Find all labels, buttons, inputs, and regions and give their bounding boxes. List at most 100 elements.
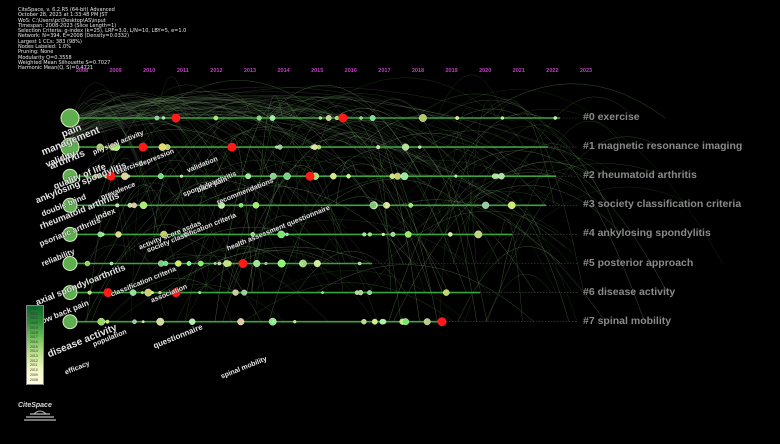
citation-link [404, 155, 477, 322]
citation-link [136, 98, 209, 235]
cluster-label[interactable]: #7 spinal mobility [583, 314, 672, 327]
keyword-node [156, 317, 165, 326]
year-tick-2008: 2008 [75, 68, 89, 74]
citation-link [244, 282, 454, 322]
citation-link [365, 160, 561, 206]
citation-link [465, 189, 570, 322]
citation-link [486, 136, 660, 322]
keyword-node [151, 291, 155, 295]
legend-year-label: 2019 [30, 325, 38, 330]
citation-link [69, 99, 151, 211]
legend-year-label: 2008 [30, 377, 38, 382]
citation-link [78, 129, 235, 177]
citation-link [482, 98, 584, 293]
keyword-node [359, 116, 363, 120]
burst-node [238, 259, 248, 268]
citation-link [259, 95, 283, 177]
citation-link [445, 124, 525, 235]
keyword-node [223, 260, 231, 267]
meta-line: Pruning: None [18, 49, 54, 56]
citation-link [455, 161, 590, 235]
citation-link [383, 210, 557, 264]
burst-node [305, 171, 315, 181]
citation-link [111, 106, 161, 177]
citation-link [329, 148, 500, 264]
keyword-node [213, 115, 219, 121]
keyword-node [367, 232, 372, 237]
citation-link [88, 95, 222, 206]
citation-link [457, 246, 561, 322]
citation-link [195, 94, 253, 235]
citation-link [69, 113, 422, 216]
citation-link [69, 111, 566, 248]
citation-link [69, 99, 442, 173]
keyword-node [369, 115, 376, 121]
keyword-node [369, 201, 377, 209]
meta-line: Largest 1 CCs: 383 (98%) [18, 38, 83, 45]
cluster-label[interactable]: #5 posterior approach [583, 256, 694, 269]
cluster-label[interactable]: #2 rheumatoid arthritis [583, 169, 697, 182]
keyword-node [96, 143, 104, 151]
keyword-node [275, 145, 279, 149]
legend-year-label: 2009 [30, 372, 38, 377]
citation-link [69, 94, 550, 175]
keyword-node [179, 174, 184, 178]
keyword-node [241, 289, 248, 296]
citation-link [512, 143, 618, 235]
citation-link [184, 170, 254, 322]
citation-link [69, 113, 131, 257]
year-tick-2015: 2015 [311, 68, 324, 74]
citation-link [499, 214, 541, 293]
year-tick-2011: 2011 [176, 68, 189, 74]
keyword-node [105, 319, 110, 324]
keyword-node [376, 145, 381, 150]
year-tick-2009: 2009 [109, 68, 122, 74]
keyword-node [418, 114, 427, 122]
citation-link [69, 96, 572, 156]
legend-year-label: 2016 [30, 339, 38, 344]
citation-link [220, 111, 343, 235]
keyword-node [390, 231, 396, 237]
keyword-node [109, 261, 114, 266]
citation-link [128, 126, 318, 293]
citation-link [143, 159, 319, 235]
cluster-label[interactable]: #0 exercise [583, 111, 640, 123]
keyword-node [379, 318, 386, 325]
citation-link [69, 98, 491, 198]
cluster-label[interactable]: #3 society classification criteria [583, 198, 742, 211]
keyword-node [277, 144, 283, 150]
citation-link [69, 104, 343, 258]
cluster-label[interactable]: #1 magnetic resonance imaging [583, 140, 743, 153]
citation-link [398, 199, 606, 322]
meta-line: CiteSpace, v. 6.2.R5 (64-bit) Advanced [18, 7, 115, 13]
cluster-label[interactable]: #4 ankylosing spondylitis [583, 227, 711, 240]
keyword-node [232, 289, 239, 296]
year-tick-2022: 2022 [546, 68, 559, 74]
citation-link [365, 199, 401, 322]
keyword-nodes [60, 108, 558, 330]
keyword-node [321, 291, 324, 295]
keyword-node [402, 318, 410, 326]
citation-link [446, 83, 666, 148]
keyword-node [454, 174, 458, 178]
keyword-node [198, 291, 202, 295]
citation-link [264, 219, 470, 264]
citation-link [69, 97, 456, 173]
citation-link [69, 114, 209, 291]
citation-link [69, 114, 574, 253]
keyword-node [128, 203, 132, 208]
legend-year-label: 2014 [30, 349, 38, 354]
cluster-label[interactable]: #6 disease activity [583, 285, 676, 298]
keyword-node [160, 230, 168, 239]
keyword-node [500, 116, 505, 120]
citation-link [69, 82, 124, 125]
year-tick-2020: 2020 [479, 68, 492, 74]
burst-node [227, 142, 237, 152]
keyword-node [474, 230, 483, 239]
keyword-node [154, 115, 160, 121]
keyword-node [417, 145, 422, 149]
keyword-node [285, 232, 289, 237]
citation-link [69, 107, 491, 296]
